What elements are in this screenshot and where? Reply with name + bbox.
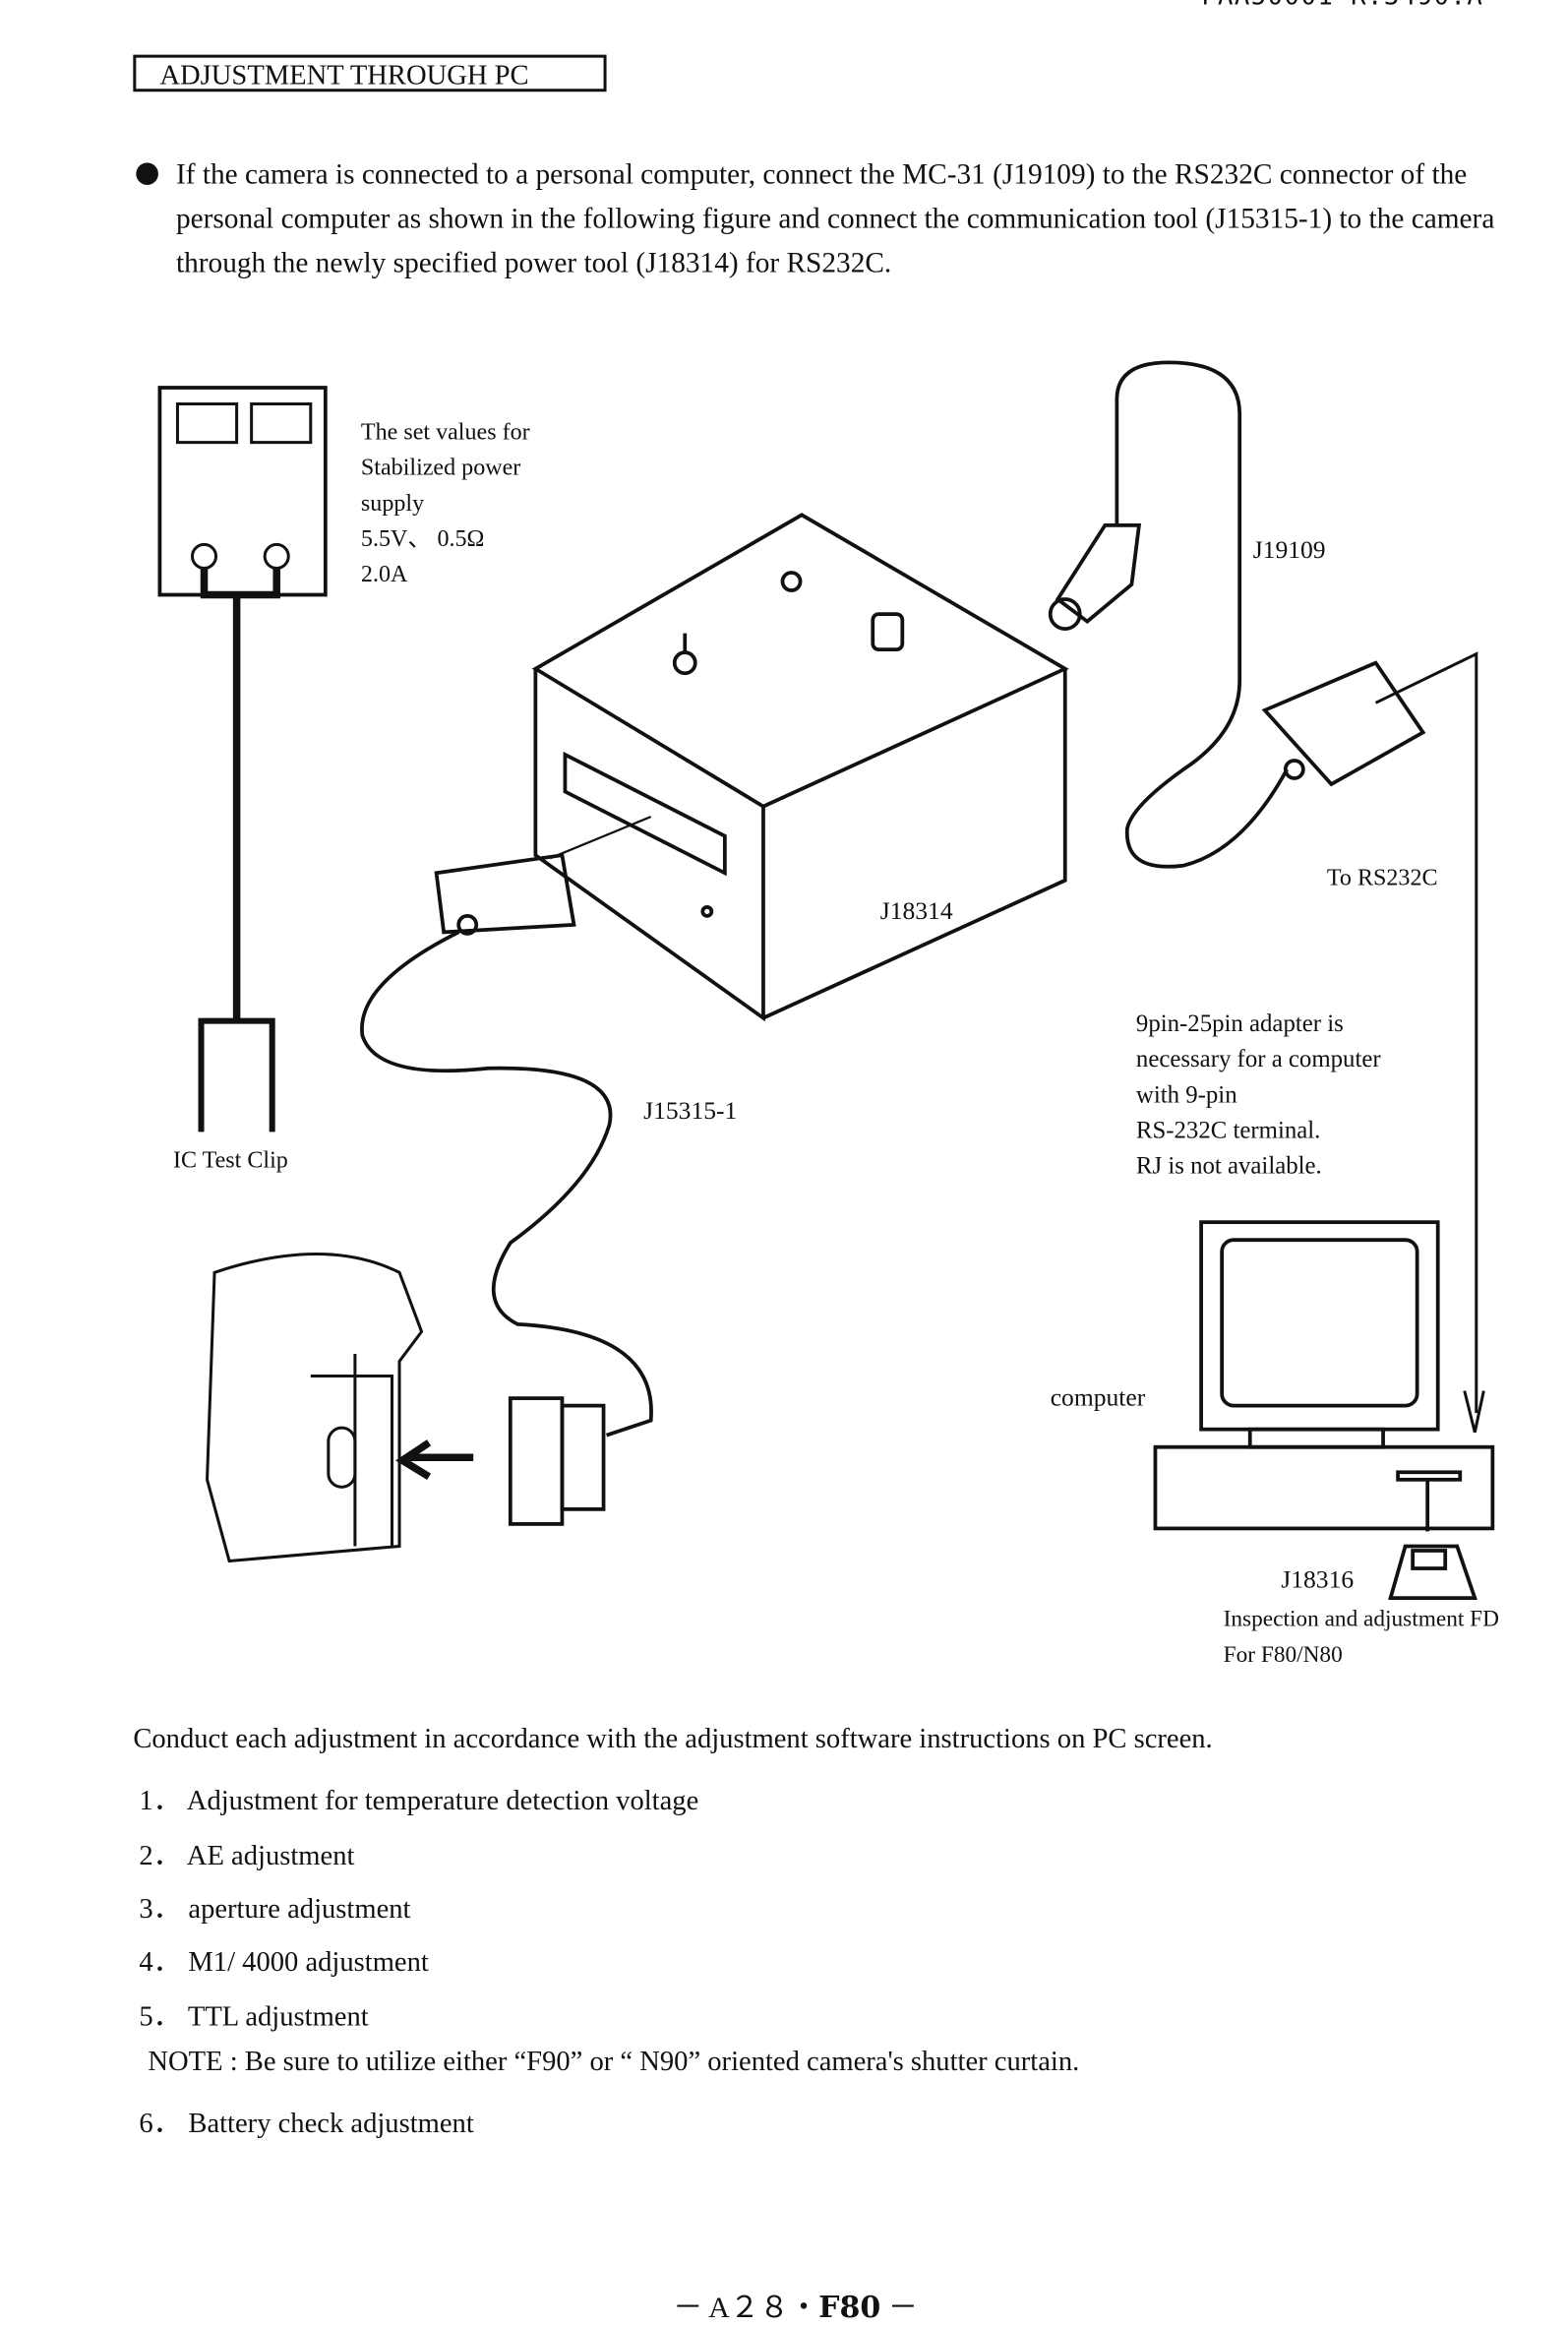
- rs232c-line: [1374, 651, 1485, 1434]
- list-item: 2． AE adjustment: [139, 1833, 354, 1873]
- note-line: 5.5V、 0.5Ω: [360, 526, 485, 552]
- j15315-cable-drawing: [360, 853, 653, 1526]
- note-line: Inspection and adjustment FD: [1223, 1607, 1499, 1632]
- list-item: 1． Adjustment for temperature detection …: [139, 1779, 698, 1819]
- bullet-icon: [136, 162, 158, 185]
- ic-test-clip-drawing: [198, 1017, 275, 1132]
- fd-note: Inspection and adjustment FD For F80/N80: [1224, 1603, 1499, 1674]
- list-item: 5． TTL adjustment: [139, 1994, 368, 2035]
- note-line: necessary for a computer: [1135, 1044, 1381, 1073]
- item-number: 5．: [139, 2001, 182, 2034]
- j19109-label: J19109: [1252, 535, 1326, 564]
- item-number: 4．: [139, 1947, 182, 1979]
- note-line: For F80/N80: [1223, 1642, 1343, 1668]
- computer-label: computer: [1050, 1383, 1146, 1412]
- power-supply-note: The set values for Stabilized power supp…: [361, 416, 530, 593]
- item-text: AE adjustment: [186, 1840, 355, 1872]
- page-footer: － A２８・F80 －: [673, 2283, 918, 2326]
- camera-drawing: [206, 1253, 474, 1563]
- power-supply-drawing: [157, 386, 328, 1021]
- section-title: ADJUSTMENT THROUGH PC: [133, 54, 607, 92]
- item-number: 2．: [139, 1840, 182, 1872]
- to-rs232c-label: To RS232C: [1326, 865, 1438, 891]
- note-line: supply: [360, 491, 425, 517]
- note-text: NOTE : Be sure to utilize either “F90” o…: [148, 2046, 1080, 2078]
- j18314-box-drawing: [531, 513, 1069, 1022]
- intro-paragraph: If the camera is connected to a personal…: [175, 159, 1495, 280]
- computer-drawing: [1153, 1220, 1495, 1600]
- j19109-cable-drawing: [1048, 360, 1426, 869]
- item-text: M1/ 4000 adjustment: [188, 1947, 429, 1979]
- item-text: aperture adjustment: [188, 1893, 411, 1926]
- list-item: 3． aperture adjustment: [139, 1886, 410, 1927]
- item-text: Battery check adjustment: [188, 2108, 474, 2140]
- j18314-label: J18314: [879, 896, 953, 925]
- page-number: － A２８・: [673, 2292, 819, 2325]
- adapter-note: 9pin-25pin adapter is necessary for a co…: [1136, 1007, 1381, 1184]
- footer-dash: －: [880, 2292, 918, 2325]
- ic-test-clip-label: IC Test Clip: [172, 1147, 288, 1174]
- model-logo: F80: [818, 2289, 881, 2325]
- j15315-label: J15315-1: [643, 1096, 738, 1125]
- note-line: with 9-pin: [1135, 1079, 1237, 1109]
- instructions-lead: Conduct each adjustment in accordance wi…: [133, 1723, 1213, 1755]
- j18316-label: J18316: [1281, 1565, 1355, 1594]
- note-line: 2.0A: [360, 562, 408, 588]
- note-line: Stabilized power: [360, 456, 521, 481]
- list-item: 6． Battery check adjustment: [139, 2101, 473, 2141]
- list-item: 4． M1/ 4000 adjustment: [139, 1939, 428, 1980]
- item-number: 3．: [139, 1893, 182, 1926]
- item-number: 6．: [139, 2108, 182, 2140]
- note-line: RS-232C terminal.: [1135, 1115, 1321, 1144]
- item-number: 1．: [139, 1786, 182, 1817]
- note-line: 9pin-25pin adapter is: [1135, 1009, 1344, 1038]
- note-line: RJ is not available.: [1135, 1150, 1322, 1180]
- item-text: TTL adjustment: [187, 2001, 369, 2034]
- item-text: Adjustment for temperature detection vol…: [186, 1786, 699, 1817]
- note-line: The set values for: [360, 420, 530, 446]
- document-id: FAA50001 R.3490.A: [1201, 0, 1483, 12]
